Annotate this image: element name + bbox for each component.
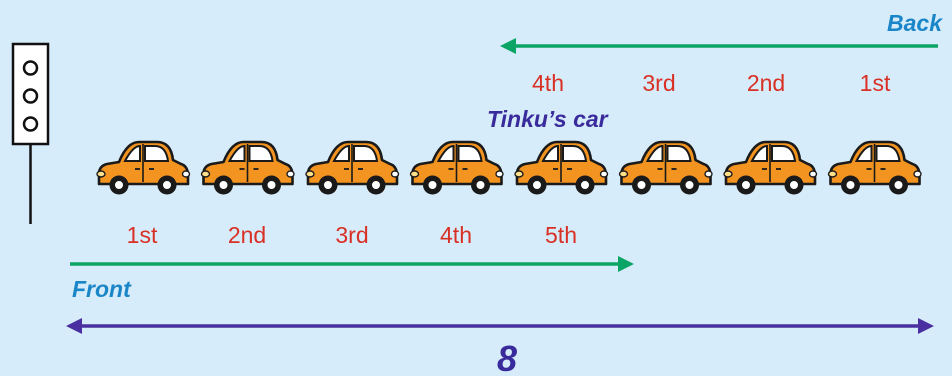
car-icon: [409, 140, 505, 196]
total-count-label: 8: [497, 338, 518, 379]
total-count-arrow: [66, 318, 934, 334]
car-icon: [304, 140, 400, 196]
front-ordinal-2nd: 2nd: [227, 222, 267, 248]
back-label: Back: [887, 10, 942, 36]
car-icon: [95, 140, 191, 196]
front-ordinal-3rd: 3rd: [335, 222, 369, 248]
car-row: [95, 140, 923, 196]
car-icon: [722, 140, 818, 196]
back-ordinal-3rd: 3rd: [642, 70, 676, 96]
back-ordinal-1st: 1st: [859, 70, 891, 96]
tinku-car-label: Tinku’s car: [487, 106, 608, 132]
traffic-light-icon: [11, 42, 50, 224]
car-icon: [618, 140, 714, 196]
front-ordinal-5th: 5th: [545, 222, 577, 248]
car-icon: [200, 140, 296, 196]
front-ordinal-4th: 4th: [440, 222, 472, 248]
back-ordinal-4th: 4th: [532, 70, 564, 96]
front-label: Front: [72, 276, 131, 302]
front-arrow: [70, 256, 634, 272]
back-ordinal-2nd: 2nd: [746, 70, 786, 96]
car-icon: [513, 140, 609, 196]
back-arrow: [500, 38, 938, 54]
front-ordinal-1st: 1st: [126, 222, 158, 248]
car-icon: [827, 140, 923, 196]
